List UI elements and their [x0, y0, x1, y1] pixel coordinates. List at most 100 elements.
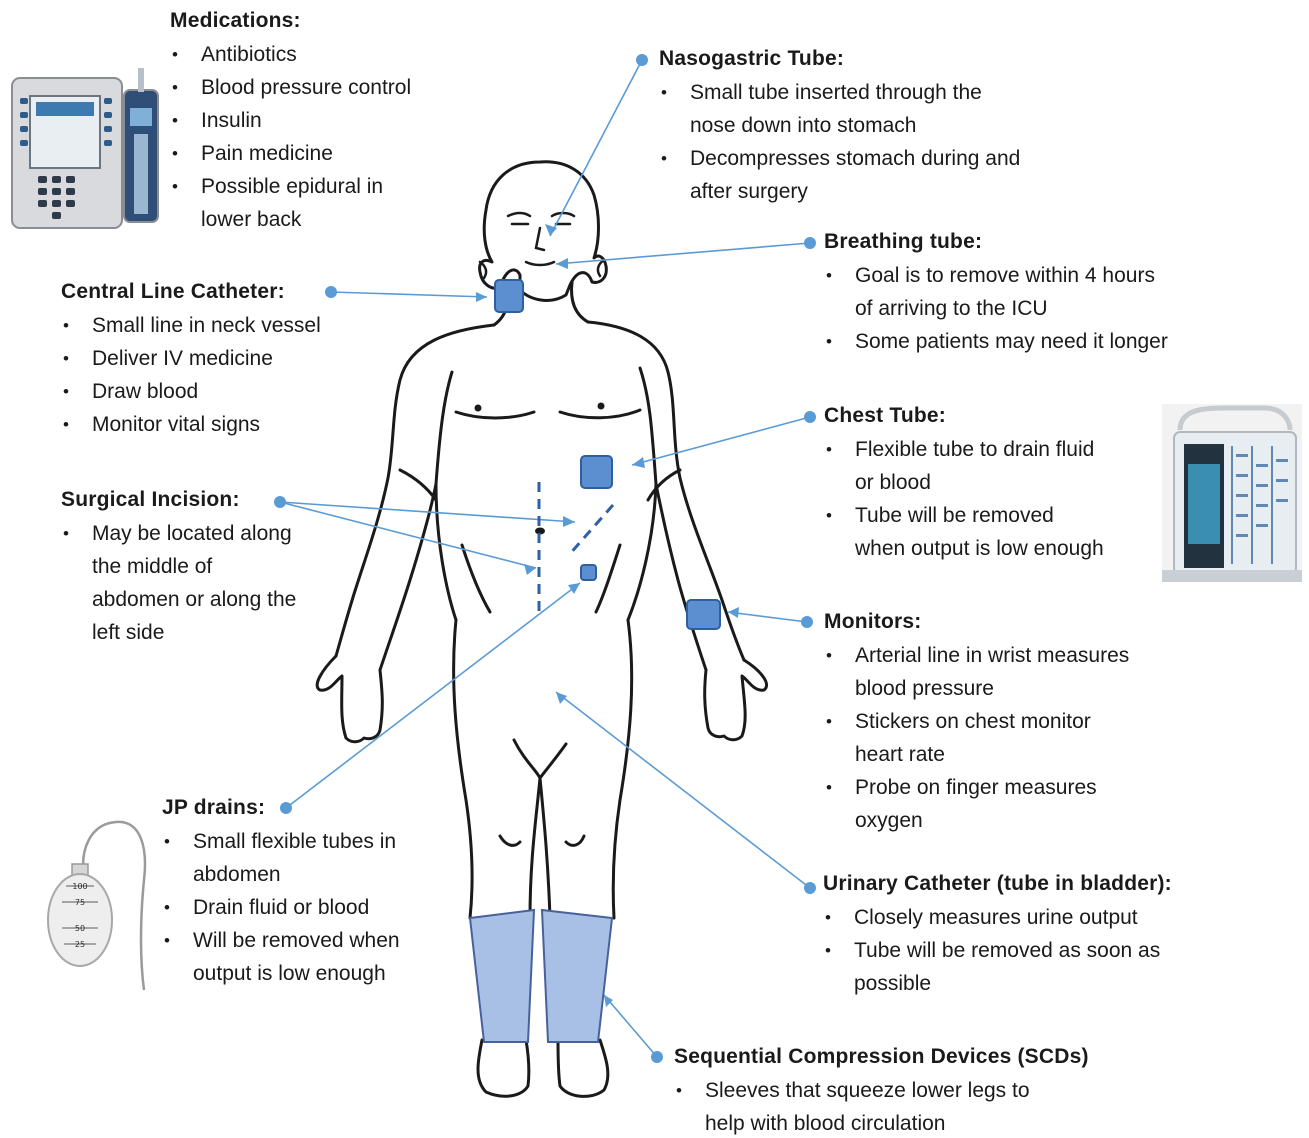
nasogastric-callout: Nasogastric Tube: Small tube inserted thr…	[659, 46, 1020, 208]
list-item-line: when output is low enough	[855, 532, 1104, 565]
list-item: Antibiotics	[170, 38, 411, 71]
list-item-line: Possible epidural in	[201, 170, 411, 203]
list-item-line: Decompresses stomach during and	[690, 142, 1020, 175]
central-line-title: Central Line Catheter:	[61, 279, 321, 305]
list-item-line: Will be removed when	[193, 924, 400, 957]
list-item: Closely measures urine output	[823, 901, 1172, 934]
list-item: Some patients may need it longer	[824, 325, 1168, 358]
list-item: Small line in neck vessel	[61, 309, 321, 342]
list-item-line: of arriving to the ICU	[855, 292, 1168, 325]
list-item-line: Probe on finger measures	[855, 771, 1129, 804]
list-item-line: abdomen or along the	[92, 583, 296, 616]
list-item-line: Monitor vital signs	[92, 408, 321, 441]
monitors-title: Monitors:	[824, 609, 1129, 635]
monitors-callout: Monitors: Arterial line in wrist measures…	[824, 609, 1129, 837]
list-item: Blood pressure control	[170, 71, 411, 104]
list-item-line: after surgery	[690, 175, 1020, 208]
chest-tube-pad	[581, 456, 612, 488]
list-item-line: Some patients may need it longer	[855, 325, 1168, 358]
central-line-callout: Central Line Catheter: Small line in neck…	[61, 279, 321, 441]
central-line-list: Small line in neck vesselDeliver IV medi…	[61, 309, 321, 441]
list-item-line: Tube will be removed as soon as	[854, 934, 1172, 967]
list-item-line: Small tube inserted through the	[690, 76, 1020, 109]
infusion-pump-icon	[12, 68, 158, 228]
list-item-line: output is low enough	[193, 957, 400, 990]
list-item-line: lower back	[201, 203, 411, 236]
scd-sleeve-right	[542, 910, 612, 1042]
scd-sleeve-left	[470, 910, 534, 1042]
list-item-line: Pain medicine	[201, 137, 411, 170]
list-item-line: oxygen	[855, 804, 1129, 837]
list-item-line: Small flexible tubes in	[193, 825, 400, 858]
bulb-mark-100: 100	[72, 882, 87, 891]
scd-title: Sequential Compression Devices (SCDs)	[674, 1044, 1089, 1070]
list-item-line: left side	[92, 616, 296, 649]
list-item-line: possible	[854, 967, 1172, 1000]
chest-tube-callout: Chest Tube: Flexible tube to drain fluido…	[824, 403, 1104, 565]
list-item: Monitor vital signs	[61, 408, 321, 441]
list-item-line: Insulin	[201, 104, 411, 137]
scd-sleeves	[470, 910, 612, 1042]
surgical-incision-callout: Surgical Incision:May be located alongth…	[61, 487, 296, 649]
medications-callout: Medications: AntibioticsBlood pressure co…	[170, 8, 411, 236]
jp-drains-title: JP drains:	[162, 795, 400, 821]
list-item: Flexible tube to drain fluidor blood	[824, 433, 1104, 499]
breathing-tube-callout: Breathing tube: Goal is to remove within …	[824, 229, 1168, 358]
jp-drains-callout: JP drains: Small flexible tubes inabdomen…	[162, 795, 400, 990]
list-item-line: Small line in neck vessel	[92, 309, 321, 342]
list-item-line: nose down into stomach	[690, 109, 1020, 142]
list-item-line: blood pressure	[855, 672, 1129, 705]
medications-list: AntibioticsBlood pressure controlInsulin…	[170, 38, 411, 236]
nasogastric-title: Nasogastric Tube:	[659, 46, 1020, 72]
face-features	[480, 213, 604, 278]
list-item: Pain medicine	[170, 137, 411, 170]
jp-drain-bulb-icon: 100 75 50 25	[48, 822, 145, 990]
list-item: Drain fluid or blood	[162, 891, 400, 924]
urinary-title: Urinary Catheter (tube in bladder):	[823, 871, 1172, 897]
list-item-line: abdomen	[193, 858, 400, 891]
list-item-line: Stickers on chest monitor	[855, 705, 1129, 738]
list-item-line: Draw blood	[92, 375, 321, 408]
list-item-line: Flexible tube to drain fluid	[855, 433, 1104, 466]
list-item: Insulin	[170, 104, 411, 137]
medications-title: Medications:	[170, 8, 411, 34]
jp-drain-pad	[581, 565, 596, 580]
list-item-line: Arterial line in wrist measures	[855, 639, 1129, 672]
list-item-line: heart rate	[855, 738, 1129, 771]
central-line-pad	[495, 280, 523, 312]
chest-drain-icon	[1162, 404, 1302, 582]
list-item-line: Drain fluid or blood	[193, 891, 400, 924]
urinary-catheter-callout: Urinary Catheter (tube in bladder): Close…	[823, 871, 1172, 1000]
list-item-line: Goal is to remove within 4 hours	[855, 259, 1168, 292]
list-item-line: Sleeves that squeeze lower legs to	[705, 1074, 1089, 1107]
jp-drains-list: Small flexible tubes inabdomenDrain flui…	[162, 825, 400, 990]
list-item-line: or blood	[855, 466, 1104, 499]
breathing-title: Breathing tube:	[824, 229, 1168, 255]
list-item-line: help with blood circulation	[705, 1107, 1089, 1138]
list-item-line: May be located along	[92, 517, 296, 550]
list-item-line: Blood pressure control	[201, 71, 411, 104]
monitor-pad	[687, 600, 720, 629]
list-item: Draw blood	[61, 375, 321, 408]
bulb-mark-50: 50	[75, 924, 85, 933]
list-item-line: Tube will be removed	[855, 499, 1104, 532]
list-item-line: Closely measures urine output	[854, 901, 1172, 934]
chest-tube-title: Chest Tube:	[824, 403, 1104, 429]
